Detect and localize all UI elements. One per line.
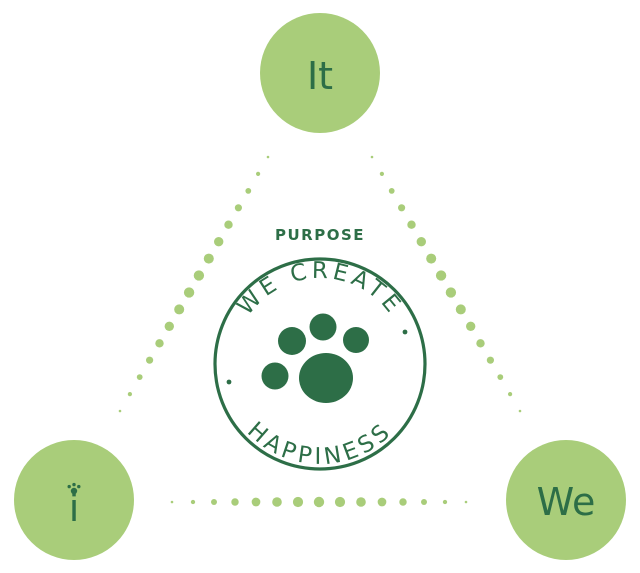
connector-dot <box>224 220 233 229</box>
connector-dot <box>518 409 522 413</box>
paw-toe-right <box>343 327 369 353</box>
connector-dot <box>388 188 395 194</box>
connector-dot <box>435 270 447 281</box>
connector-dot <box>399 498 407 506</box>
connector-dot <box>445 287 457 298</box>
connector-top-to-i <box>118 155 270 413</box>
connector-dot <box>334 496 346 508</box>
node-i-circle <box>14 440 134 560</box>
connector-dot <box>183 287 195 298</box>
connector-dot <box>255 171 261 177</box>
connector-top-to-we <box>370 155 522 413</box>
node-it-label: It <box>307 54 333 98</box>
connector-dot <box>190 499 196 505</box>
seal-separator-left <box>226 379 232 385</box>
connector-dot <box>507 391 513 397</box>
paw-print-icon <box>261 313 369 403</box>
connector-dot <box>466 321 476 331</box>
connector-dot <box>464 500 468 504</box>
connector-dot <box>407 220 416 229</box>
node-we: We <box>506 440 626 560</box>
purpose-heading: PURPOSE <box>275 226 365 244</box>
connector-dot <box>421 499 427 505</box>
connector-dot <box>497 374 504 380</box>
connector-dot <box>292 496 304 508</box>
node-i-paw-dot-icon <box>67 482 81 495</box>
seal-bottom-text: HAPPINESS <box>242 417 397 470</box>
connector-dot <box>203 253 214 264</box>
paw-toe-left <box>261 362 289 390</box>
seal-top-text: WE CREATE <box>233 258 408 320</box>
connector-dot <box>416 237 426 247</box>
connector-dot <box>170 500 174 504</box>
paw-toe-mid-left <box>278 327 306 355</box>
node-i: i <box>14 440 134 560</box>
connector-dot <box>356 497 366 507</box>
connector-i-to-we <box>170 496 468 508</box>
connector-dot <box>313 496 325 508</box>
paw-toe-mid-right <box>309 313 337 341</box>
connector-dot <box>214 237 224 247</box>
node-we-label: We <box>537 480 596 524</box>
node-it: It <box>260 13 380 133</box>
connector-dot <box>266 155 270 159</box>
purpose-seal: WE CREATE HAPPINESS <box>213 257 427 471</box>
connector-dot <box>146 356 154 364</box>
seal-separator-right <box>402 329 408 335</box>
connector-dot <box>379 171 385 177</box>
seal-ring <box>213 257 427 471</box>
connector-dot <box>245 188 252 194</box>
connector-dot <box>398 204 406 212</box>
paw-main-pad <box>299 353 353 403</box>
connector-dot <box>377 497 387 507</box>
connector-dot <box>370 155 374 159</box>
connector-dot <box>211 499 217 505</box>
connector-dot <box>155 339 164 348</box>
seal-bottom-textpath: HAPPINESS <box>242 417 393 470</box>
connector-dot <box>164 321 174 331</box>
connector-dot <box>174 304 185 315</box>
node-it-circle <box>260 13 380 133</box>
connector-dot <box>426 253 437 264</box>
connector-dot <box>251 497 261 507</box>
connector-dot <box>118 409 122 413</box>
connector-dot <box>486 356 494 364</box>
node-i-label: i <box>69 486 80 530</box>
connector-dot <box>231 498 239 506</box>
connector-dot <box>136 374 143 380</box>
connector-dot <box>127 391 133 397</box>
node-we-circle <box>506 440 626 560</box>
connector-dot <box>272 497 282 507</box>
seal-top-textpath: WE CREATE <box>233 258 404 320</box>
connector-dot <box>234 204 242 212</box>
connector-dot <box>476 339 485 348</box>
connector-dot <box>193 270 205 281</box>
connector-dot <box>442 499 448 505</box>
connector-dot <box>455 304 466 315</box>
